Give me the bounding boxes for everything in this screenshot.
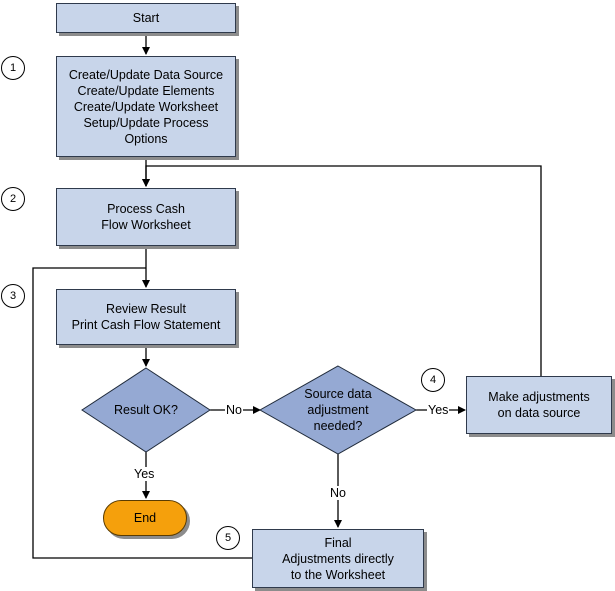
final-line: Adjustments directly xyxy=(282,551,394,566)
step-marker-number: 4 xyxy=(429,374,437,386)
step1-line: Setup/Update Process xyxy=(83,115,209,130)
label-yes-result: Yes xyxy=(133,467,156,481)
step-marker-number: 5 xyxy=(224,532,232,544)
step-marker-3: 3 xyxy=(1,284,25,308)
loop-adjust-to-step2 xyxy=(142,165,542,376)
loop-final-to-step3 xyxy=(32,267,252,559)
final-line: Final xyxy=(324,535,352,550)
decision2-line: Source data xyxy=(304,387,372,401)
decision1-line: Result OK? xyxy=(114,403,178,417)
step-marker-number: 2 xyxy=(9,193,17,205)
decision-source-adjust-text: Source data adjustment needed? xyxy=(280,384,396,436)
decision-result-ok-text: Result OK? xyxy=(92,395,200,425)
label-no-result: No xyxy=(225,403,243,417)
adjust-box: Make adjustments on data source xyxy=(466,376,612,434)
step-marker-number: 1 xyxy=(9,62,17,74)
label-yes-adjust: Yes xyxy=(427,403,450,417)
final-box: Final Adjustments directly to the Worksh… xyxy=(252,529,424,588)
start-box: Start xyxy=(56,3,236,33)
step1-line: Create/Update Data Source xyxy=(68,67,224,82)
step3-line: Review Result xyxy=(106,302,186,316)
end-terminator: End xyxy=(103,500,187,536)
adjust-line: on data source xyxy=(497,406,581,420)
step-marker-1: 1 xyxy=(1,56,25,80)
step2-box: Process Cash Flow Worksheet xyxy=(56,188,236,246)
step-marker-number: 3 xyxy=(9,290,17,302)
step-marker-5: 5 xyxy=(216,526,240,550)
final-line: to the Worksheet xyxy=(290,567,386,582)
decision-source-adjust-shape xyxy=(258,365,418,455)
step3-line: Print Cash Flow Statement xyxy=(71,318,221,332)
step2-line: Flow Worksheet xyxy=(101,218,191,232)
step1-box: Create/Update Data Source Create/Update … xyxy=(56,56,236,157)
step1-line: Create/Update Elements xyxy=(77,83,215,98)
step3-box: Review Result Print Cash Flow Statement xyxy=(56,289,236,345)
label-no-adjust: No xyxy=(329,486,347,500)
step2-line: Process Cash xyxy=(107,202,185,216)
start-label: Start xyxy=(132,11,160,25)
decision2-line: needed? xyxy=(313,419,363,433)
decision-result-ok-shape xyxy=(81,367,211,453)
step-marker-2: 2 xyxy=(1,187,25,211)
step1-line: Options xyxy=(124,131,168,146)
adjust-line: Make adjustments xyxy=(488,390,590,404)
step-marker-4: 4 xyxy=(421,368,445,392)
step1-line: Create/Update Worksheet xyxy=(73,99,219,114)
end-label: End xyxy=(133,511,157,525)
decision2-line: adjustment xyxy=(307,403,369,417)
